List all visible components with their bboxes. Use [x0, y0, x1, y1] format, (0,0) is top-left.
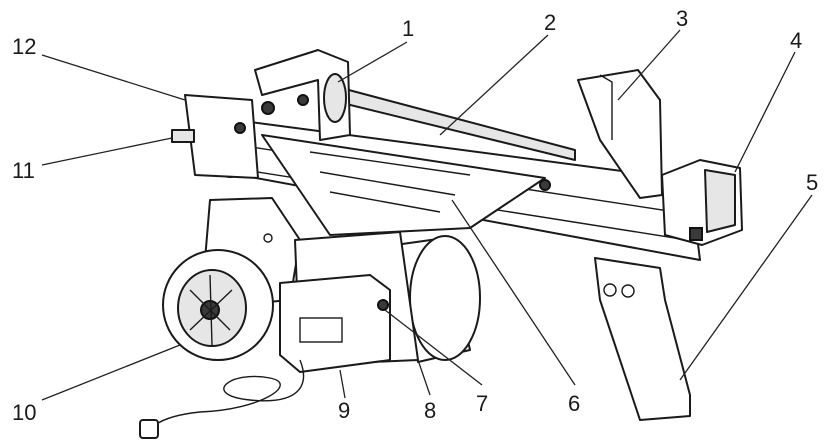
wheel-spokes [189, 274, 233, 346]
bracket-hole [263, 233, 273, 243]
callout-2: 2 [544, 10, 557, 35]
leader-line-5 [679, 194, 813, 381]
leader-line-11 [41, 137, 173, 166]
motor-end-cap [409, 235, 481, 361]
callout-10: 10 [12, 400, 37, 425]
leader-line-7 [384, 309, 483, 386]
end-plate [184, 94, 259, 179]
end-plate-bolt [261, 101, 275, 115]
table-slot-3 [329, 191, 441, 213]
handle-grip [704, 169, 736, 233]
pushing-plate [254, 49, 351, 141]
power-plug [139, 419, 159, 439]
callout-8: 8 [424, 398, 437, 423]
leader-line-3 [617, 29, 681, 101]
callout-3: 3 [676, 6, 689, 31]
callout-11: 11 [12, 158, 35, 183]
stand-hole-left [603, 283, 617, 297]
hydraulic-rod-end [171, 129, 195, 143]
leader-line-2 [439, 34, 549, 136]
callout-1: 1 [402, 16, 415, 41]
leader-line-6 [451, 199, 576, 386]
switch-knob [377, 299, 389, 311]
end-plate-bolt-2 [234, 122, 246, 134]
plate-bolt [297, 94, 309, 106]
callout-5: 5 [806, 170, 819, 195]
handle-bolt [689, 227, 703, 241]
leader-line-9 [339, 369, 346, 399]
leader-line-4 [734, 51, 796, 173]
table-slot-2 [319, 171, 456, 196]
wedge-edge [599, 74, 613, 140]
rear-stand-leg [594, 257, 691, 421]
callout-12: 12 [12, 34, 37, 59]
table-slot-1 [309, 151, 471, 176]
switch-box [279, 274, 391, 373]
callout-7: 7 [476, 391, 489, 416]
plate-disc [323, 73, 347, 123]
leader-line-1 [337, 41, 408, 83]
power-cord [154, 359, 305, 426]
leader-line-8 [417, 359, 431, 396]
stand-hole-right [621, 284, 635, 298]
switch-label-plate [299, 317, 343, 343]
leader-line-12 [41, 54, 186, 101]
callout-6: 6 [568, 391, 581, 416]
table-bolt [539, 179, 551, 191]
callout-9: 9 [338, 398, 351, 423]
leader-line-10 [41, 344, 181, 401]
callout-4: 4 [790, 28, 803, 53]
